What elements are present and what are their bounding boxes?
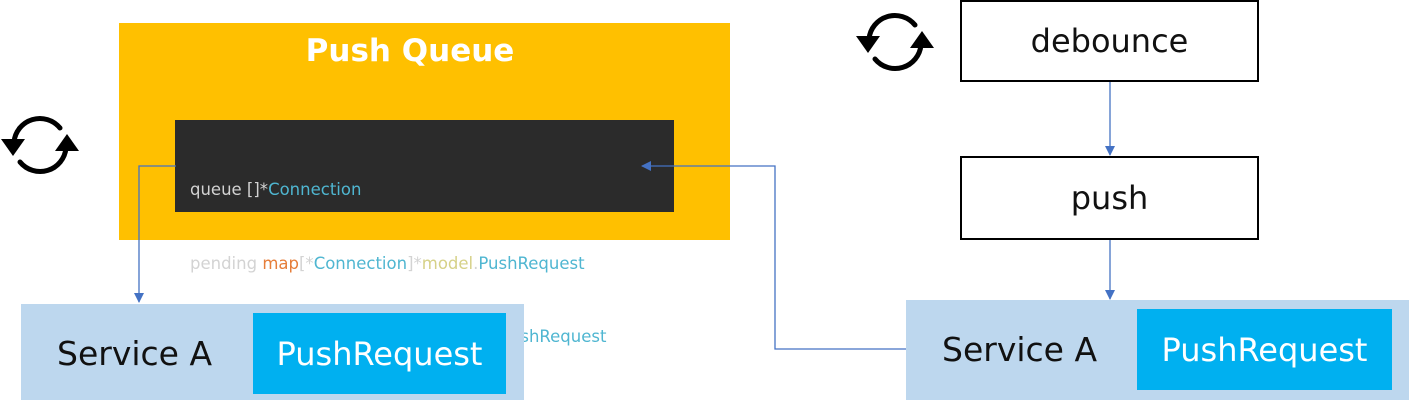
code-token: Connection xyxy=(268,180,362,199)
push-request-left-box: PushRequest xyxy=(253,313,506,394)
code-token: model xyxy=(421,253,474,273)
service-to-pending-arrow xyxy=(641,161,906,350)
queue-code-block: queue []*Connection pending map[*Connect… xyxy=(175,120,674,346)
service-a-left-label: Service A xyxy=(57,334,213,373)
code-token: ]* xyxy=(407,253,422,273)
push-step: push xyxy=(960,156,1259,240)
debounce-step: debounce xyxy=(960,0,1259,82)
code-token: . xyxy=(473,253,479,273)
code-token: PushRequest xyxy=(500,327,607,346)
code-line: pending map[*Connection]*model.PushReque… xyxy=(190,252,674,277)
code-token: PushRequest xyxy=(478,253,585,273)
pending-to-service-arrow xyxy=(134,165,176,303)
push-queue-title: Push Queue xyxy=(305,33,515,69)
code-token: [* xyxy=(299,253,314,273)
push-request-right-box: PushRequest xyxy=(1137,309,1392,390)
service-a-right-label: Service A xyxy=(942,330,1098,369)
sync-cycle-icon xyxy=(856,13,934,71)
code-token: map xyxy=(262,253,299,273)
code-token: queue []* xyxy=(190,180,269,199)
code-token: pending xyxy=(190,253,263,273)
code-token: Connection xyxy=(313,253,408,273)
sync-cycle-icon xyxy=(1,116,79,174)
code-line: queue []*Connection xyxy=(190,178,674,203)
